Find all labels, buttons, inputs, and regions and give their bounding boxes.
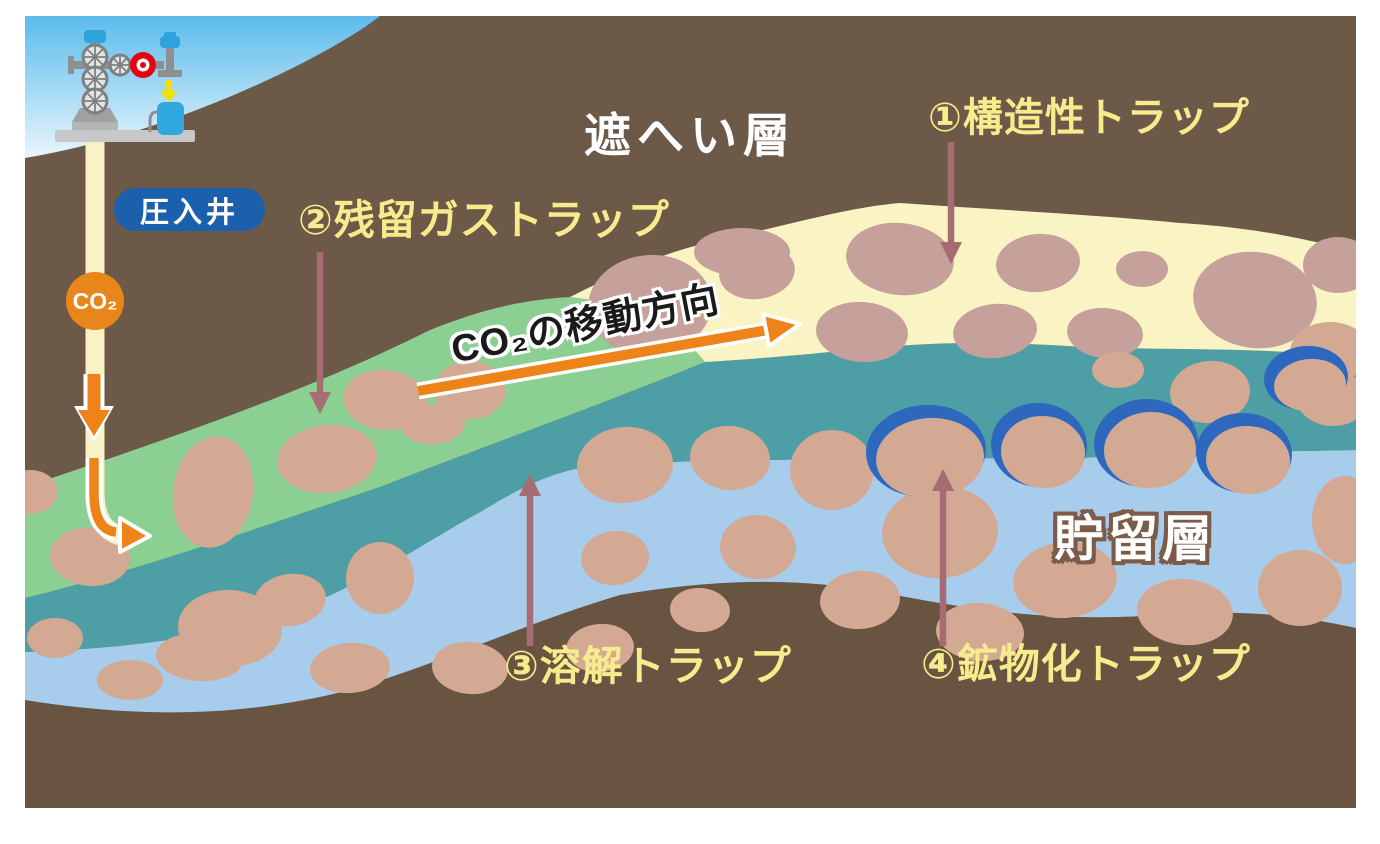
red-valve-wheel-icon bbox=[130, 52, 156, 78]
rock-grains bbox=[25, 222, 1356, 700]
co2-down-arrow-icon bbox=[74, 374, 114, 442]
pointer-arrow-2 bbox=[309, 252, 331, 414]
trap-pointer-arrows bbox=[309, 142, 962, 646]
cap-rock-label: 遮へい層 bbox=[584, 109, 796, 162]
yellow-arrow-icon bbox=[160, 80, 178, 102]
side-valve bbox=[158, 32, 182, 77]
co2-outlet-arrow-icon bbox=[85, 458, 152, 554]
co2-flow-arrow-icon bbox=[416, 312, 802, 400]
reservoir-label: 貯留層 bbox=[1054, 511, 1216, 567]
pointer-arrow-4 bbox=[932, 469, 954, 646]
trap1-label: ①構造性トラップ bbox=[928, 96, 1250, 140]
rig-base bbox=[72, 108, 118, 122]
pointer-arrow-1 bbox=[940, 142, 962, 264]
injection-well-label: 圧入井 bbox=[114, 188, 266, 231]
pointer-arrow-3 bbox=[519, 474, 541, 646]
wellhead-rig bbox=[55, 30, 195, 142]
trap3-label: ③溶解トラップ bbox=[504, 643, 792, 689]
rig-pedestal bbox=[72, 122, 118, 132]
valve-wheels-icon bbox=[81, 43, 132, 115]
trap4-label: ④鉱物化トラップ bbox=[921, 641, 1251, 687]
valve-cap-top bbox=[84, 30, 106, 43]
mineralized-rocks bbox=[866, 345, 1348, 499]
trap2-label: ②残留ガストラップ bbox=[298, 197, 670, 243]
co2-tank bbox=[148, 102, 184, 135]
co2-badge: CO₂ bbox=[66, 272, 124, 330]
